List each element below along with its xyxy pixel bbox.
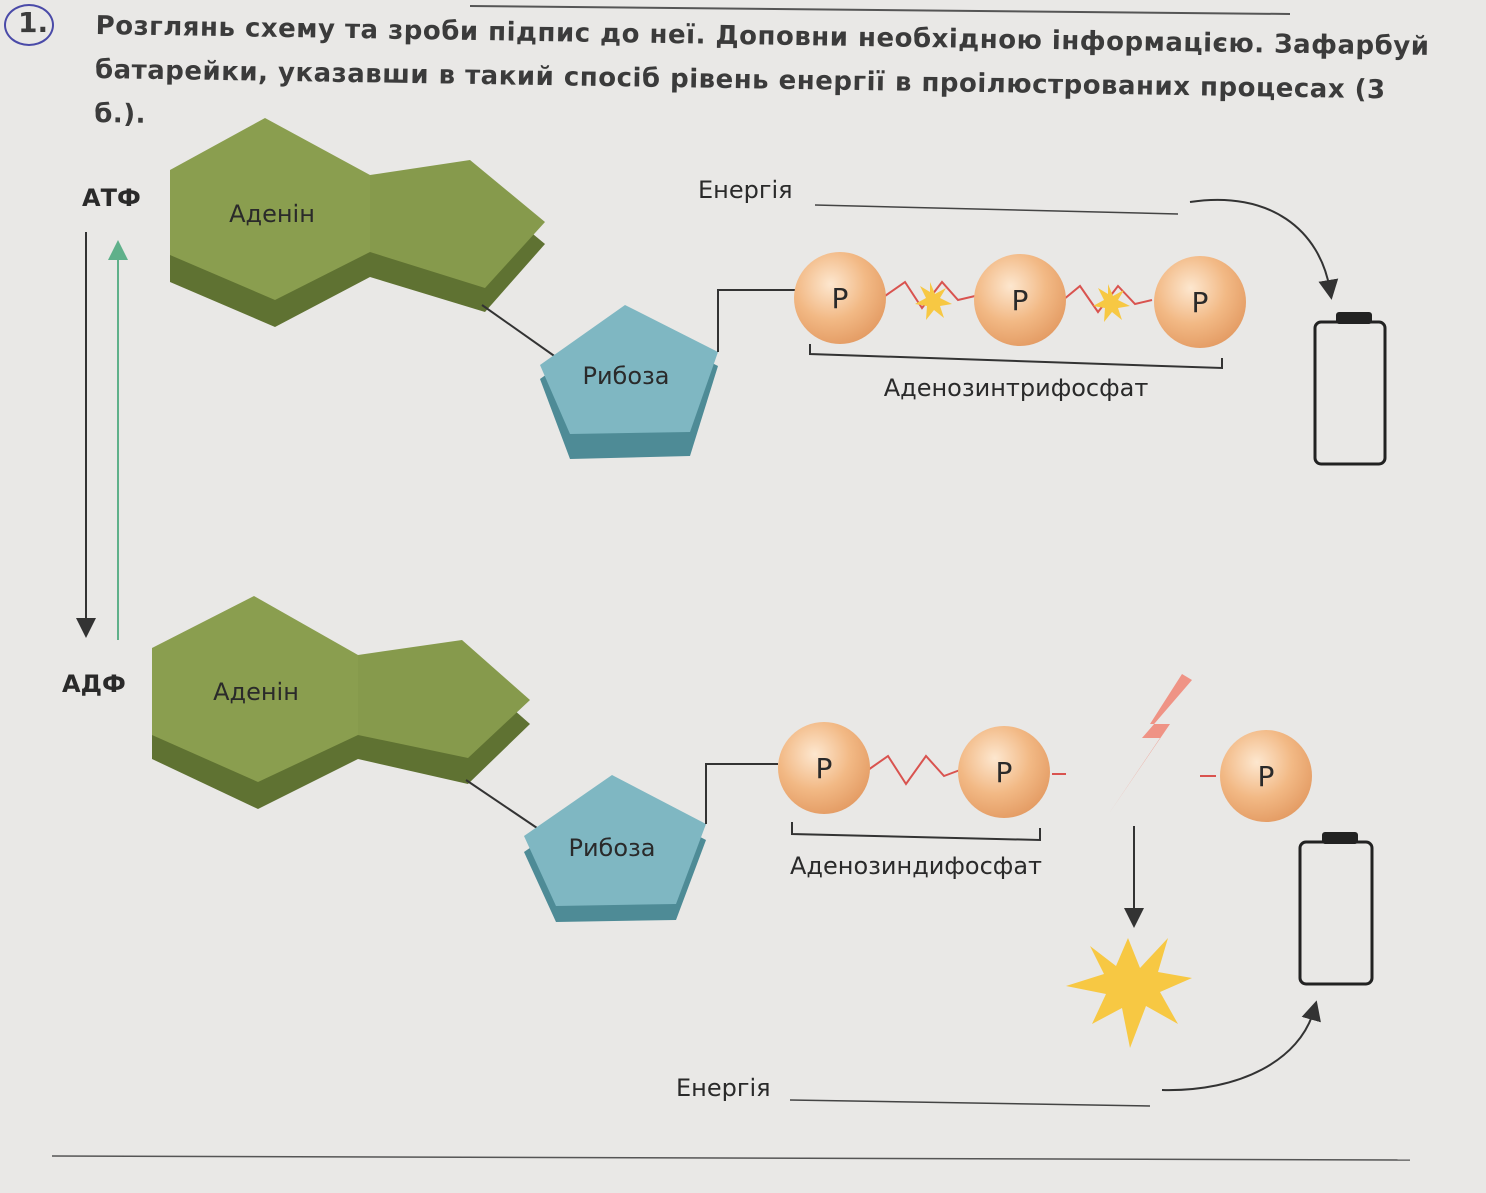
atp-energy-blank	[814, 204, 1179, 215]
adp-adenine-label: Аденін	[213, 678, 299, 706]
adp-ribose-shape	[524, 775, 706, 922]
atp-energy-arrow	[1189, 198, 1339, 300]
atp-energy-label: Енергія	[698, 176, 793, 204]
atp-label: АТФ	[82, 184, 141, 212]
atp-spark-1	[915, 282, 952, 320]
atp-adenine-ribose-bond	[481, 304, 561, 361]
atp-phosphate-2	[974, 254, 1066, 346]
energy-burst-icon	[1066, 938, 1192, 1048]
atp-phosphate-3-label: P	[1192, 286, 1209, 319]
atp-bracket-label: Аденозинтрифосфат	[884, 374, 1149, 402]
adp-high-energy-bond	[867, 754, 961, 786]
adp-phosphate-1-label: P	[816, 752, 833, 785]
atp-ribose-phosphate-bond	[717, 289, 796, 352]
adp-energy-label: Енергія	[676, 1074, 771, 1102]
atp-adenine-shape	[170, 118, 545, 327]
atp-phosphate-3	[1154, 256, 1246, 348]
atp-ribose-shape	[540, 305, 718, 459]
atp-adenine-label: Аденін	[229, 200, 315, 228]
task-number-circle	[4, 4, 54, 46]
atp-phosphate-1	[794, 252, 886, 344]
adp-phosphate-1	[778, 722, 870, 814]
adp-released-phosphate-label: P	[1258, 760, 1275, 793]
atp-bracket	[809, 344, 1223, 370]
atp-spark-2	[1093, 284, 1130, 322]
adp-phosphate-2-label: P	[996, 756, 1013, 789]
adp-energy-arrow	[1161, 1000, 1321, 1092]
header-rule	[469, 5, 1291, 15]
adp-label: АДФ	[62, 670, 126, 698]
adp-ribose-label: Рибоза	[568, 834, 655, 862]
atp-battery-icon	[1313, 312, 1387, 466]
atp-phosphate-1-label: P	[832, 282, 849, 315]
adp-bracket	[791, 822, 1041, 842]
adp-adenine-shape	[152, 596, 530, 809]
task-number: 1.	[18, 6, 49, 39]
adp-bracket-label: Аденозиндифосфат	[790, 852, 1042, 880]
adp-energy-blank	[789, 1099, 1151, 1107]
adp-released-phosphate	[1220, 730, 1312, 822]
atp-ribose-label: Рибоза	[582, 362, 669, 390]
answer-line	[51, 1155, 1411, 1161]
adp-adenine-ribose-bond	[465, 779, 541, 831]
adp-battery-icon	[1298, 832, 1374, 986]
atp-phosphate-2-label: P	[1012, 284, 1029, 317]
adp-ribose-phosphate-bond	[705, 763, 778, 824]
lightning-icon	[1110, 674, 1192, 812]
adp-phosphate-2	[958, 726, 1050, 818]
